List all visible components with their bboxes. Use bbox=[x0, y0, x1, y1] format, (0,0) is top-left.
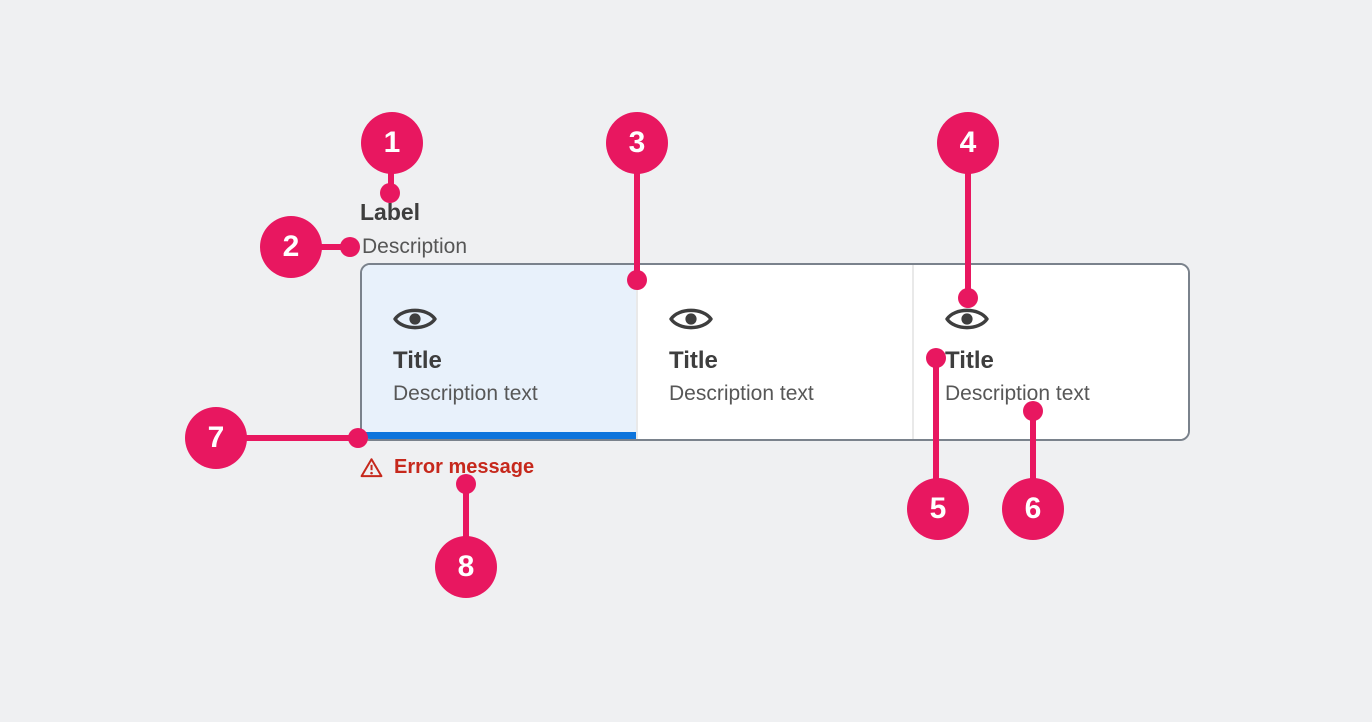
marker-8-stem bbox=[463, 484, 469, 567]
error-message-row: Error message bbox=[360, 455, 534, 479]
marker-2-dot bbox=[340, 237, 360, 257]
marker-8: 8 bbox=[435, 536, 497, 598]
marker-2: 2 bbox=[260, 216, 322, 278]
field-label: Label bbox=[360, 199, 421, 225]
marker-1-dot bbox=[380, 183, 400, 203]
marker-4-stem bbox=[965, 143, 971, 298]
marker-7-dot bbox=[348, 428, 368, 448]
marker-4: 4 bbox=[937, 112, 999, 174]
tile-option-3[interactable]: Title Description text bbox=[912, 265, 1188, 439]
marker-1: 1 bbox=[361, 112, 423, 174]
tile-description: Description text bbox=[945, 382, 1090, 405]
marker-5-dot bbox=[926, 348, 946, 368]
eye-icon bbox=[669, 303, 713, 335]
error-message-text: Error message bbox=[394, 456, 535, 478]
eye-icon bbox=[945, 303, 989, 335]
tile-title: Title bbox=[945, 347, 994, 374]
warning-icon bbox=[360, 457, 383, 478]
marker-8-dot bbox=[456, 474, 476, 494]
selection-tile-group: Title Description text Title Description… bbox=[360, 263, 1190, 441]
tile-option-1[interactable]: Title Description text bbox=[362, 265, 636, 439]
marker-6: 6 bbox=[1002, 478, 1064, 540]
marker-4-dot bbox=[958, 288, 978, 308]
selected-indicator bbox=[362, 432, 636, 439]
tile-title: Title bbox=[669, 347, 718, 374]
marker-6-dot bbox=[1023, 401, 1043, 421]
marker-6-stem bbox=[1030, 411, 1036, 509]
marker-7: 7 bbox=[185, 407, 247, 469]
marker-5: 5 bbox=[907, 478, 969, 540]
tile-description: Description text bbox=[393, 382, 538, 405]
marker-7-stem bbox=[216, 435, 358, 441]
tile-description: Description text bbox=[669, 382, 814, 405]
marker-3-stem bbox=[634, 143, 640, 280]
tile-title: Title bbox=[393, 347, 442, 374]
tile-option-2[interactable]: Title Description text bbox=[636, 265, 912, 439]
marker-3: 3 bbox=[606, 112, 668, 174]
eye-icon bbox=[393, 303, 437, 335]
marker-3-dot bbox=[627, 270, 647, 290]
marker-5-stem bbox=[933, 358, 939, 509]
field-description: Description bbox=[362, 235, 468, 258]
